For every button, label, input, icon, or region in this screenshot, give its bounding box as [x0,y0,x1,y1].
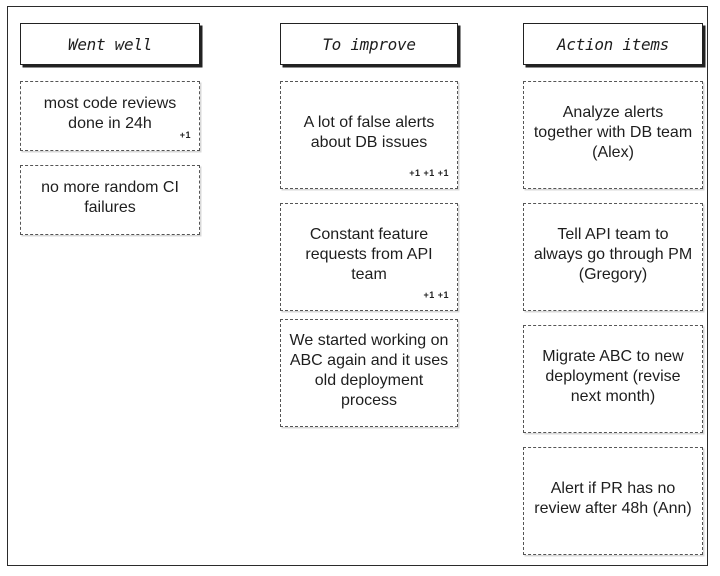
sticky-note-text: most code reviews done in 24h [43,95,177,132]
vote-count: +1 [179,130,191,140]
sticky-note-text: Constant feature requests from API team [305,226,433,283]
vote-count: +1 +1 +1 [409,168,449,178]
sticky-note[interactable]: no more random CI failures [20,165,200,235]
sticky-note[interactable]: Tell API team to always go through PM (G… [523,203,703,311]
sticky-note-text: Analyze alerts together with DB team (Al… [533,104,693,161]
sticky-note-text: Migrate ABC to new deployment (revise ne… [542,348,684,405]
sticky-note[interactable]: Alert if PR has no review after 48h (Ann… [523,447,703,555]
sticky-note[interactable]: A lot of false alerts about DB issues +1… [280,81,458,189]
column-header-went-well[interactable]: Went well [20,23,200,65]
sticky-note-text: Alert if PR has no review after 48h (Ann… [534,480,692,517]
column-to-improve: To improve A lot of false alerts about D… [280,23,458,441]
sticky-note-text: no more random CI failures [41,179,179,216]
column-went-well: Went well most code reviews done in 24h … [20,23,200,249]
sticky-note-text: A lot of false alerts about DB issues [303,114,435,151]
sticky-note[interactable]: most code reviews done in 24h +1 [20,81,200,151]
column-title: Went well [68,34,152,54]
column-title: To improve [322,34,416,54]
sticky-note-text: We started working on ABC again and it u… [289,332,449,409]
sticky-note[interactable]: We started working on ABC again and it u… [280,319,458,427]
sticky-note-text: Tell API team to always go through PM (G… [533,226,693,283]
sticky-note[interactable]: Migrate ABC to new deployment (revise ne… [523,325,703,433]
column-action-items: Action items Analyze alerts together wit… [523,23,703,569]
sticky-note[interactable]: Analyze alerts together with DB team (Al… [523,81,703,189]
sticky-note[interactable]: Constant feature requests from API team … [280,203,458,311]
column-header-action-items[interactable]: Action items [523,23,703,65]
column-title: Action items [557,34,669,54]
vote-count: +1 +1 [423,290,449,300]
column-header-to-improve[interactable]: To improve [280,23,458,65]
retro-board: Went well most code reviews done in 24h … [7,6,708,566]
